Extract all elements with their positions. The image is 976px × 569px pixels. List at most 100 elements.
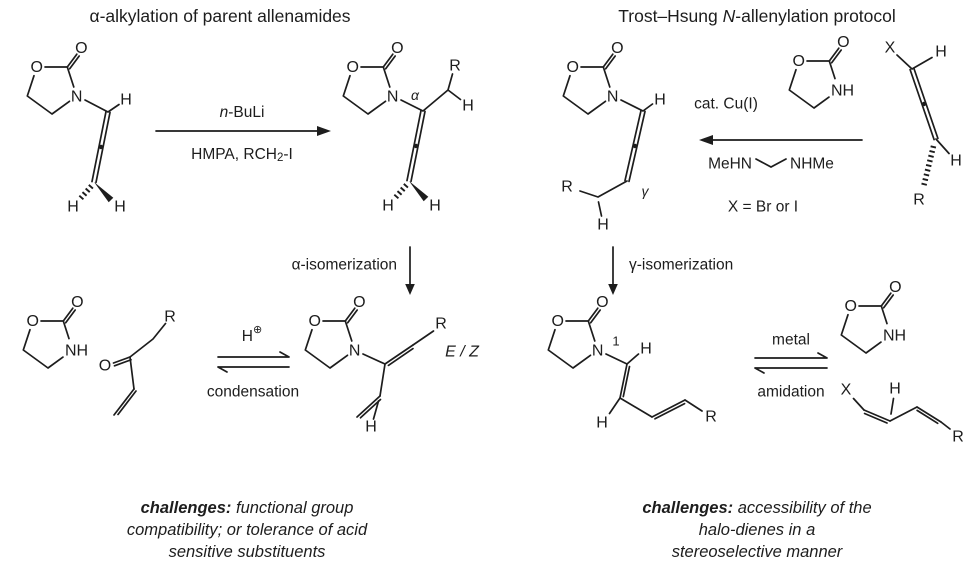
oxazolidinone-reagent-ring <box>788 33 855 109</box>
hmpa-label: HMPA, RCH <box>191 146 277 163</box>
challenges-lead: challenges: <box>141 499 232 517</box>
vinyl-double-bond <box>113 388 137 416</box>
arrow-head <box>699 135 713 145</box>
metal-label: metal <box>772 332 810 349</box>
bonds <box>852 397 951 430</box>
structure-dienamide-product: 1 H H R <box>547 293 717 432</box>
allenylation-reaction-arrow: cat. Cu(I) MeHN NHMe X = Br or I <box>694 33 863 216</box>
h-label: H <box>950 153 962 170</box>
equilibrium-arrow-bottom <box>754 367 828 374</box>
alkylation-reaction-arrow: n-BuLi HMPA, RCH2-I <box>155 104 331 165</box>
enamide-double-bond <box>384 344 414 367</box>
gamma-isomerization-label: γ-isomerization <box>629 257 733 274</box>
structure-ez-dienamide: R E / Z H <box>304 293 480 436</box>
left-challenges-caption: challenges: functional group compatibili… <box>127 499 368 561</box>
x-halide-label: X <box>885 40 896 57</box>
structure-haloallene: X H H R <box>885 40 962 209</box>
h-label-red: H <box>597 217 609 234</box>
h-plus-h: H <box>242 328 253 345</box>
condensation-equilibrium: H⊕ condensation <box>207 324 299 401</box>
ene-double-bond-2 <box>651 399 686 420</box>
gamma-isomerization-arrow: γ-isomerization <box>608 246 733 295</box>
caption-line-3: sensitive substituents <box>169 543 326 561</box>
x-halide-label: X <box>841 382 852 399</box>
r-group-label: R <box>913 192 925 209</box>
arrow-head <box>405 284 415 295</box>
r-group-label: R <box>164 309 176 326</box>
equilibrium-arrow-top <box>217 351 290 358</box>
r-group-label: R <box>952 429 964 446</box>
amine-left-label: MeHN <box>708 156 752 173</box>
h-label-blue: H <box>462 98 474 115</box>
oxazolidinone-ring <box>342 39 405 115</box>
right-title-n-italic: N <box>723 6 736 26</box>
h-label: H <box>114 199 126 216</box>
allene-center-dot <box>632 143 638 149</box>
oxazolidinone-ring <box>26 39 89 115</box>
challenges-lead: challenges: <box>642 499 733 517</box>
left-scheme-title: α-alkylation of parent allenamides <box>89 6 350 26</box>
amine-right-label: NHMe <box>790 156 834 173</box>
bonds <box>605 353 703 418</box>
buli-label: -BuLi <box>228 104 264 121</box>
r-group-label: R <box>705 409 717 426</box>
right-title-post: -allenylation protocol <box>735 6 896 26</box>
r-group-label: R <box>435 316 447 333</box>
oxazolidinone-ring <box>547 293 610 369</box>
r-group-label: R <box>561 179 573 196</box>
allene-center-dot <box>921 101 927 107</box>
oxazolidinone-ring <box>22 293 89 369</box>
diene-double-bond-1 <box>863 409 891 424</box>
caption-line-3: stereoselective manner <box>672 543 844 561</box>
h-label: H <box>935 44 947 61</box>
amidation-equilibrium: metal amidation <box>754 332 828 401</box>
vinyl-double-bond <box>356 395 382 419</box>
bold-wedge-bond <box>409 181 429 202</box>
proton-label: H⊕ <box>242 324 262 345</box>
caption-line-1: challenges: functional group <box>141 499 354 517</box>
oxazolidinone-ring <box>562 39 625 115</box>
reagent-above-arrow: n-BuLi <box>220 104 265 121</box>
structure-oxazolidinone-nh <box>22 293 89 369</box>
h-label-red: H <box>596 415 608 432</box>
h-label: H <box>640 341 652 358</box>
diene-double-bond-2 <box>916 406 942 425</box>
h-label: H <box>654 92 666 109</box>
h-label: H <box>67 199 79 216</box>
condensation-label: condensation <box>207 384 299 401</box>
ez-label: E / Z <box>445 344 480 361</box>
gamma-position-label: γ <box>642 183 650 199</box>
allene-center-dot <box>98 144 104 150</box>
alpha-isomerization-arrow: α-isomerization <box>292 246 415 295</box>
alpha-isomerization-label: α-isomerization <box>292 257 397 274</box>
h-label-blue: H <box>365 419 377 436</box>
bold-wedge-bond <box>94 182 114 203</box>
h-label: H <box>429 198 441 215</box>
bonds <box>896 54 950 155</box>
bonds <box>400 73 462 112</box>
right-scheme-title: Trost–Hsung N-allenylation protocol <box>618 6 896 26</box>
challenges-text: accessibility of the <box>738 499 872 517</box>
right-title-pre: Trost–Hsung <box>618 6 722 26</box>
h-label: H <box>120 92 132 109</box>
subscript-2: 2 <box>277 152 283 164</box>
allene-center-dot <box>413 143 419 149</box>
carbonyl-double-bond <box>112 356 132 367</box>
reagent-below-arrow: HMPA, RCH2-I <box>191 146 293 165</box>
structure-substituted-allenamide: H γ R H <box>561 39 666 234</box>
position-1-label: 1 <box>612 334 619 349</box>
equilibrium-arrow-top <box>754 352 828 359</box>
oxygen-label: O <box>99 358 111 375</box>
challenges-text: functional group <box>236 499 353 517</box>
h-label: H <box>382 198 394 215</box>
oxazolidinone-ring <box>840 278 907 354</box>
structure-alkylated-allenamide: α R H H H <box>342 39 474 215</box>
h-label: H <box>889 381 901 398</box>
bonds <box>84 99 120 113</box>
amidation-label: amidation <box>757 384 824 401</box>
hashed-wedge-bond <box>920 145 937 188</box>
x-definition-label: X = Br or I <box>728 199 798 216</box>
diamine-bonds <box>755 158 787 168</box>
n-italic: n <box>220 104 229 121</box>
